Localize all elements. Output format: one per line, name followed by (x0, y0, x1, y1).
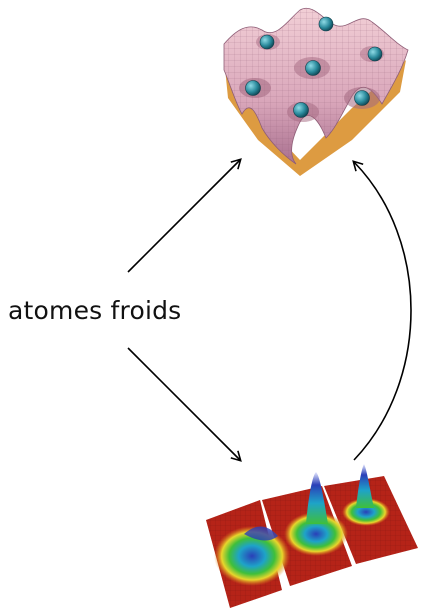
arrow-to-lattice (128, 160, 240, 272)
bec-density-image (206, 464, 418, 608)
arrow-to-bec (128, 348, 240, 460)
center-label: atomes froids (8, 296, 181, 325)
arrow-bec-to-lattice (354, 162, 411, 460)
optical-lattice-image (224, 8, 408, 176)
